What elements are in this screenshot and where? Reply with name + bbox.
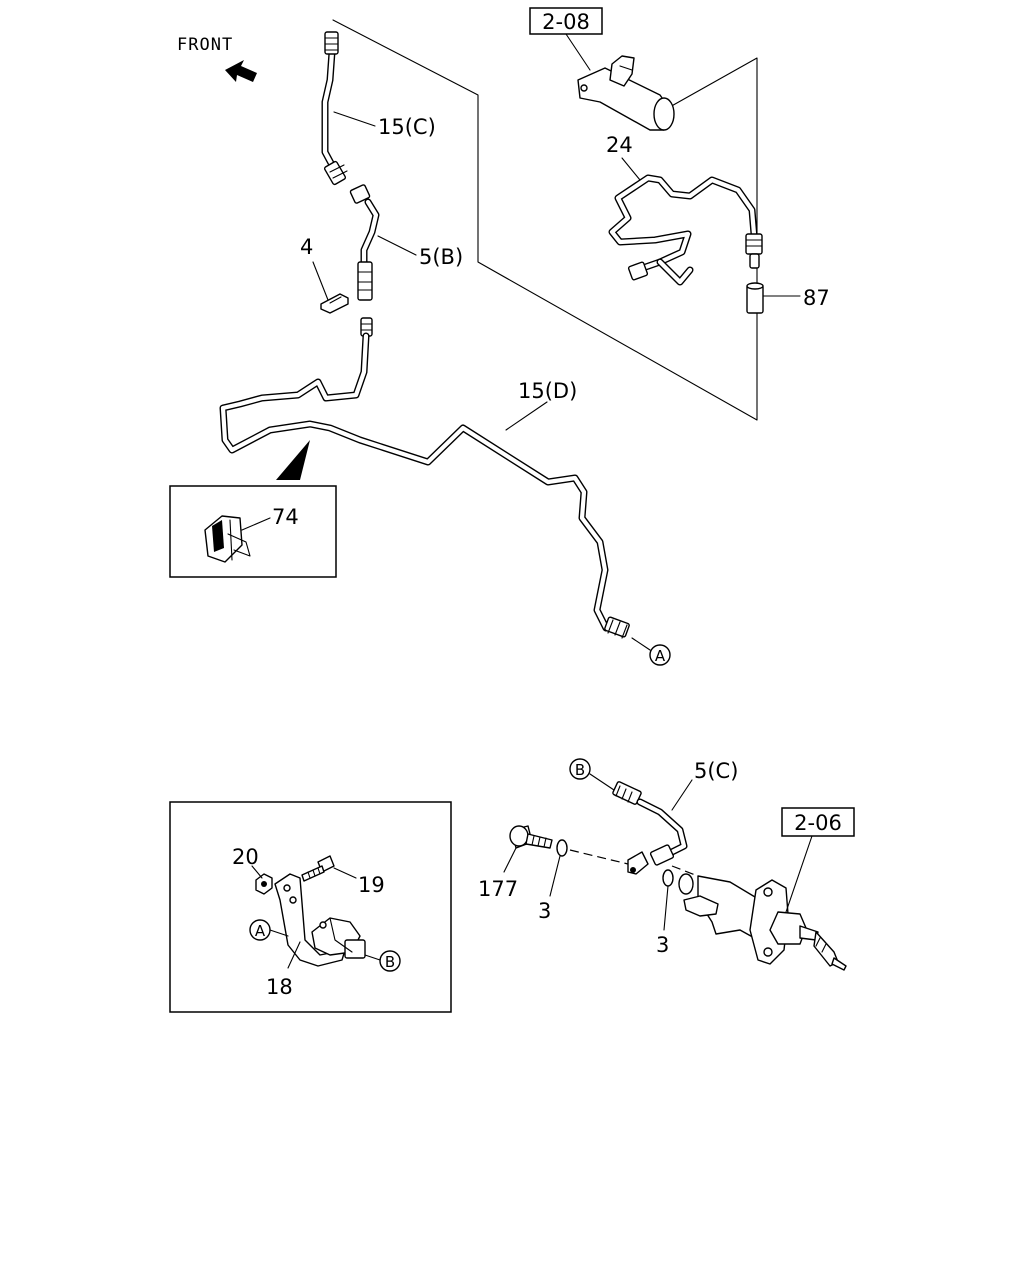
leader-74 bbox=[241, 517, 271, 531]
marker-a-pipe: A bbox=[655, 647, 666, 665]
pipe-15c bbox=[321, 31, 348, 186]
ref-2-08-label[interactable]: 2-08 bbox=[542, 10, 590, 34]
leader-19 bbox=[333, 867, 357, 879]
leader-5c bbox=[671, 779, 693, 811]
label-3-right: 3 bbox=[656, 933, 669, 957]
marker-b-hose-circle bbox=[569, 758, 591, 780]
callout-wedge-74 bbox=[276, 440, 310, 480]
ref-2-06-box[interactable] bbox=[781, 807, 855, 837]
label-3-left: 3 bbox=[538, 899, 551, 923]
label-18: 18 bbox=[266, 975, 293, 999]
label-19: 19 bbox=[358, 873, 385, 897]
master-cylinder bbox=[577, 55, 675, 131]
leader-2-06 bbox=[785, 835, 813, 913]
label-5c: 5(C) bbox=[694, 759, 738, 783]
alignment-line-bolt bbox=[569, 849, 629, 865]
label-15c: 15(C) bbox=[378, 115, 436, 139]
leader-5b bbox=[377, 235, 417, 256]
hose-5c bbox=[612, 781, 688, 875]
marker-a-bracket: A bbox=[255, 922, 266, 940]
washer-3-left bbox=[556, 839, 568, 857]
inset-clip-74-frame bbox=[169, 485, 337, 578]
clip-74 bbox=[204, 515, 251, 563]
leader-3-right bbox=[663, 885, 669, 931]
front-arrow-icon bbox=[225, 60, 257, 82]
label-24: 24 bbox=[606, 133, 633, 157]
hose-5b bbox=[349, 184, 380, 301]
leader-24 bbox=[621, 157, 641, 181]
label-15d: 15(D) bbox=[518, 379, 577, 403]
label-87: 87 bbox=[803, 286, 830, 310]
leader-4 bbox=[312, 261, 329, 301]
upper-reference-outline bbox=[332, 19, 758, 421]
leader-15c bbox=[333, 111, 376, 127]
leader-20 bbox=[251, 865, 263, 879]
label-177: 177 bbox=[478, 877, 518, 901]
label-20: 20 bbox=[232, 845, 259, 869]
washer-3-right bbox=[662, 869, 674, 887]
leader-18 bbox=[287, 941, 301, 969]
slave-cylinder bbox=[678, 873, 847, 971]
bolt-19 bbox=[301, 855, 335, 882]
label-74: 74 bbox=[272, 505, 299, 529]
part-87 bbox=[746, 282, 764, 314]
nut-20 bbox=[255, 873, 273, 895]
leader-3-left bbox=[549, 855, 561, 897]
bracket-18 bbox=[274, 873, 366, 967]
leader-marker-a-pipe bbox=[631, 637, 651, 651]
leader-15d bbox=[505, 401, 548, 431]
leader-marker-b-hose bbox=[589, 773, 615, 791]
leader-marker-b-bracket bbox=[364, 954, 381, 961]
marker-b-hose: B bbox=[575, 761, 585, 779]
bolt-177 bbox=[509, 825, 553, 849]
pipe-15d bbox=[219, 317, 630, 639]
leader-2-08 bbox=[565, 33, 591, 71]
pipe-24 bbox=[608, 174, 763, 286]
leader-marker-a-bracket bbox=[269, 929, 289, 937]
label-4: 4 bbox=[300, 235, 313, 259]
marker-a-pipe-circle bbox=[649, 644, 671, 666]
inset-bracket-frame bbox=[169, 801, 452, 1013]
ref-2-06-label[interactable]: 2-06 bbox=[794, 811, 842, 835]
leader-177 bbox=[503, 847, 517, 873]
marker-b-bracket-circle bbox=[379, 950, 401, 972]
label-5b: 5(B) bbox=[419, 245, 463, 269]
clip-4 bbox=[320, 293, 349, 314]
front-label: FRONT bbox=[177, 35, 233, 55]
marker-b-bracket: B bbox=[385, 953, 395, 971]
